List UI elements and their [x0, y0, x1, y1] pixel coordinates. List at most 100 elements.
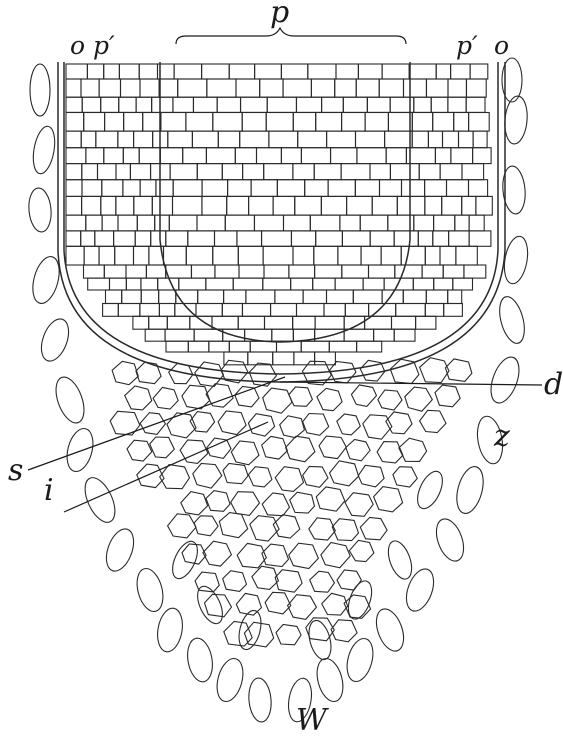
body-cell — [66, 148, 86, 164]
body-cell — [419, 164, 440, 180]
body-cell — [284, 215, 311, 231]
cap-cell — [332, 519, 358, 541]
body-cell — [292, 231, 316, 246]
body-cell — [442, 196, 462, 215]
body-cell — [454, 113, 469, 132]
sloughed-cells — [27, 58, 531, 724]
body-cell — [414, 97, 431, 112]
body-cell — [164, 246, 187, 265]
cap-cell — [153, 387, 178, 409]
cap-cell — [125, 386, 152, 410]
body-cell — [433, 231, 449, 246]
body-cell — [224, 290, 246, 304]
cap-cell — [331, 620, 357, 642]
body-cell — [434, 215, 455, 231]
cap-cell — [235, 386, 259, 407]
body-cell — [416, 316, 436, 329]
body-cell — [447, 180, 469, 197]
body-cell — [158, 278, 179, 290]
body-cell — [229, 341, 250, 352]
cap-cell — [252, 566, 279, 589]
body-cell — [313, 278, 335, 290]
body-cell — [329, 341, 356, 352]
cap-cell — [262, 544, 289, 566]
cap-cell — [203, 541, 232, 566]
cap-cell — [405, 387, 433, 411]
cap-cell — [193, 464, 222, 489]
body-cell — [215, 265, 239, 278]
cap-cell — [195, 362, 224, 386]
label-p-prime-left: p′ — [93, 31, 115, 60]
body-cell — [238, 246, 263, 265]
body-cell — [81, 79, 99, 97]
body-cell — [173, 97, 194, 112]
label-o-right: o — [494, 31, 509, 60]
cap-cell — [231, 441, 259, 465]
body-cell — [170, 164, 197, 180]
body-cell — [66, 97, 82, 112]
body-cell — [324, 304, 345, 317]
body-cell — [382, 64, 409, 79]
body-cell — [84, 113, 105, 132]
body-cell — [345, 304, 368, 317]
body-cell — [66, 64, 87, 79]
body-cell — [355, 180, 379, 197]
cap-cell — [140, 413, 165, 435]
cap-cell — [337, 414, 361, 435]
body-cell — [240, 131, 269, 148]
cap-cell — [231, 492, 260, 516]
body-cell — [202, 64, 230, 79]
body-cell — [394, 329, 415, 341]
body-cell — [459, 131, 474, 148]
cap-cell — [321, 543, 350, 568]
body-cell — [343, 97, 367, 112]
body-cell — [255, 64, 282, 79]
body-cell — [263, 278, 291, 290]
label-s: s — [8, 453, 23, 488]
cap-cell — [303, 414, 329, 436]
body-cell — [409, 64, 436, 79]
cap-cell — [290, 492, 315, 513]
body-cell — [342, 231, 370, 246]
cap-cell — [262, 493, 289, 516]
sloughed-cell — [101, 525, 139, 575]
body-cell — [241, 97, 268, 112]
cap-cell — [310, 571, 335, 592]
body-cell — [116, 164, 130, 180]
body-cell — [303, 290, 326, 304]
cap-cell — [337, 570, 361, 590]
body-cell — [301, 341, 329, 352]
body-cell — [88, 278, 110, 290]
label-d: d — [544, 367, 563, 402]
cap-cell — [349, 540, 374, 561]
cap-cell — [181, 492, 208, 515]
cap-cell — [248, 467, 272, 487]
body-cell — [315, 265, 342, 278]
body-cell — [370, 231, 394, 246]
body-cell — [298, 131, 327, 148]
body-cell — [386, 148, 406, 164]
body-cell — [222, 304, 242, 317]
body-cell — [179, 278, 206, 290]
cap-cell — [262, 436, 288, 459]
body-cell — [328, 180, 355, 197]
cap-cell — [420, 358, 449, 383]
body-cell — [316, 231, 343, 246]
body-cell — [81, 231, 95, 246]
body-cell — [404, 79, 427, 97]
cap-cell — [167, 413, 196, 438]
cap-cell — [150, 437, 175, 458]
body-cell — [104, 148, 124, 164]
body-cell — [443, 131, 459, 148]
cap-cell — [393, 467, 417, 487]
body-cell — [266, 113, 293, 132]
body-cell — [470, 64, 488, 79]
sloughed-cell — [133, 566, 168, 615]
body-cell — [305, 180, 328, 197]
body-cell — [121, 79, 141, 97]
body-cell — [126, 278, 141, 290]
body-cell — [169, 215, 197, 231]
cap-cell — [237, 543, 266, 568]
body-cell — [140, 180, 156, 197]
sloughed-cell — [343, 636, 378, 685]
